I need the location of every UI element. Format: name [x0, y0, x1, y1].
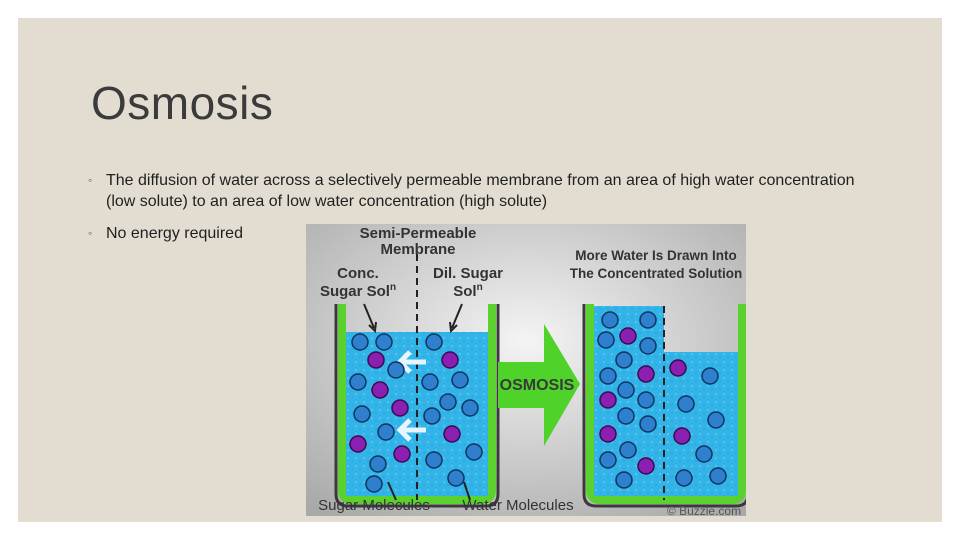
dil-label-line2: Soln [453, 282, 482, 300]
water-molecule [461, 399, 479, 417]
water-molecule [639, 415, 657, 433]
water-molecule [617, 407, 635, 425]
water-molecule [599, 451, 617, 469]
osmosis-diagram-svg: OSMOSIS [306, 224, 746, 516]
right-caption-line2: The Concentrated Solution [570, 266, 743, 281]
sugar-molecule [367, 351, 385, 369]
water-molecule [387, 361, 405, 379]
slide: Osmosis ◦ The diffusion of water across … [18, 18, 942, 522]
right-beaker [586, 304, 746, 504]
water-molecule [639, 311, 657, 329]
dil-label-line1: Dil. Sugar [433, 265, 503, 282]
water-molecule [617, 381, 635, 399]
water-molecule [677, 395, 695, 413]
sugar-molecule [599, 391, 617, 409]
sugar-molecule [619, 327, 637, 345]
water-molecule [619, 441, 637, 459]
sugar-molecule [443, 425, 461, 443]
water-molecule [377, 423, 395, 441]
water-molecule [597, 331, 615, 349]
water-molecule [465, 443, 483, 461]
sugar-molecule [371, 381, 389, 399]
membrane-label-line2: Membrane [380, 241, 455, 258]
left-arrow-icon [396, 418, 426, 442]
water-molecule [421, 373, 439, 391]
conc-pointer-arrow [363, 303, 375, 329]
water-molecule [425, 451, 443, 469]
copyright-text: © Buzzle.com [667, 504, 741, 516]
left-arrow-icon [396, 350, 426, 374]
osmosis-diagram: OSMOSIS [306, 224, 746, 516]
sugar-molecule [637, 457, 655, 475]
arrowhead-icon [449, 321, 458, 334]
water-molecule [423, 407, 441, 425]
conc-label-line1: Conc. [337, 265, 379, 282]
water-molecule [615, 351, 633, 369]
bullet-text: No energy required [106, 225, 243, 242]
water-molecule [365, 475, 383, 493]
bullet-item-definition: ◦ The diffusion of water across a select… [88, 170, 878, 212]
water-molecule [707, 411, 725, 429]
water-molecule [637, 391, 655, 409]
right-molecules [597, 311, 727, 489]
bullet-list: ◦ The diffusion of water across a select… [88, 170, 878, 255]
water-molecule [353, 405, 371, 423]
right-beaker-outline [582, 304, 746, 508]
slide-title: Osmosis [91, 77, 274, 129]
water-molecule [447, 469, 465, 487]
conc-label-superscript: n [390, 282, 396, 293]
sugar-molecule [391, 399, 409, 417]
water-molecule [351, 333, 369, 351]
sugar-molecule [673, 427, 691, 445]
dil-label-text: Sol [453, 283, 476, 300]
water-molecule [675, 469, 693, 487]
water-molecule [369, 455, 387, 473]
bullet-text: The diffusion of water across a selectiv… [106, 172, 855, 210]
right-caption-line1: More Water Is Drawn Into [575, 248, 737, 263]
water-molecule [701, 367, 719, 385]
water-molecule [349, 373, 367, 391]
left-beaker-outline [334, 304, 500, 508]
arrowhead-icon [368, 321, 377, 334]
water-molecule [639, 337, 657, 355]
water-molecule [615, 471, 633, 489]
sugar-molecule [669, 359, 687, 377]
left-molecules [349, 333, 483, 493]
sugar-pointer-arrow [387, 481, 397, 501]
bullet-marker: ◦ [88, 173, 93, 187]
osmosis-arrow-label: OSMOSIS [500, 377, 575, 394]
sugar-molecule [599, 425, 617, 443]
sugar-molecule [393, 445, 411, 463]
water-molecule [375, 333, 393, 351]
water-molecule [709, 467, 727, 485]
water-molecule [439, 393, 457, 411]
membrane-label-line1: Semi-Permeable [360, 225, 477, 242]
dil-label-superscript: n [477, 282, 483, 293]
water-molecules-label: Water Molecules [462, 497, 573, 514]
osmosis-arrow [498, 324, 580, 446]
dil-pointer-arrow [451, 303, 463, 329]
bullet-item-energy: ◦ No energy required [88, 223, 878, 244]
water-molecule [695, 445, 713, 463]
water-molecule [601, 311, 619, 329]
conc-label-text: Sugar Sol [320, 283, 390, 300]
water-pointer-arrow [463, 481, 471, 501]
water-molecule [599, 367, 617, 385]
sugar-molecule [637, 365, 655, 383]
water-molecule [451, 371, 469, 389]
sugar-molecules-label: Sugar Molecules [318, 497, 430, 514]
conc-label-line2: Sugar Soln [320, 282, 396, 300]
bullet-marker: ◦ [88, 226, 93, 240]
water-molecule [425, 333, 443, 351]
sugar-molecule [349, 435, 367, 453]
sugar-molecule [441, 351, 459, 369]
